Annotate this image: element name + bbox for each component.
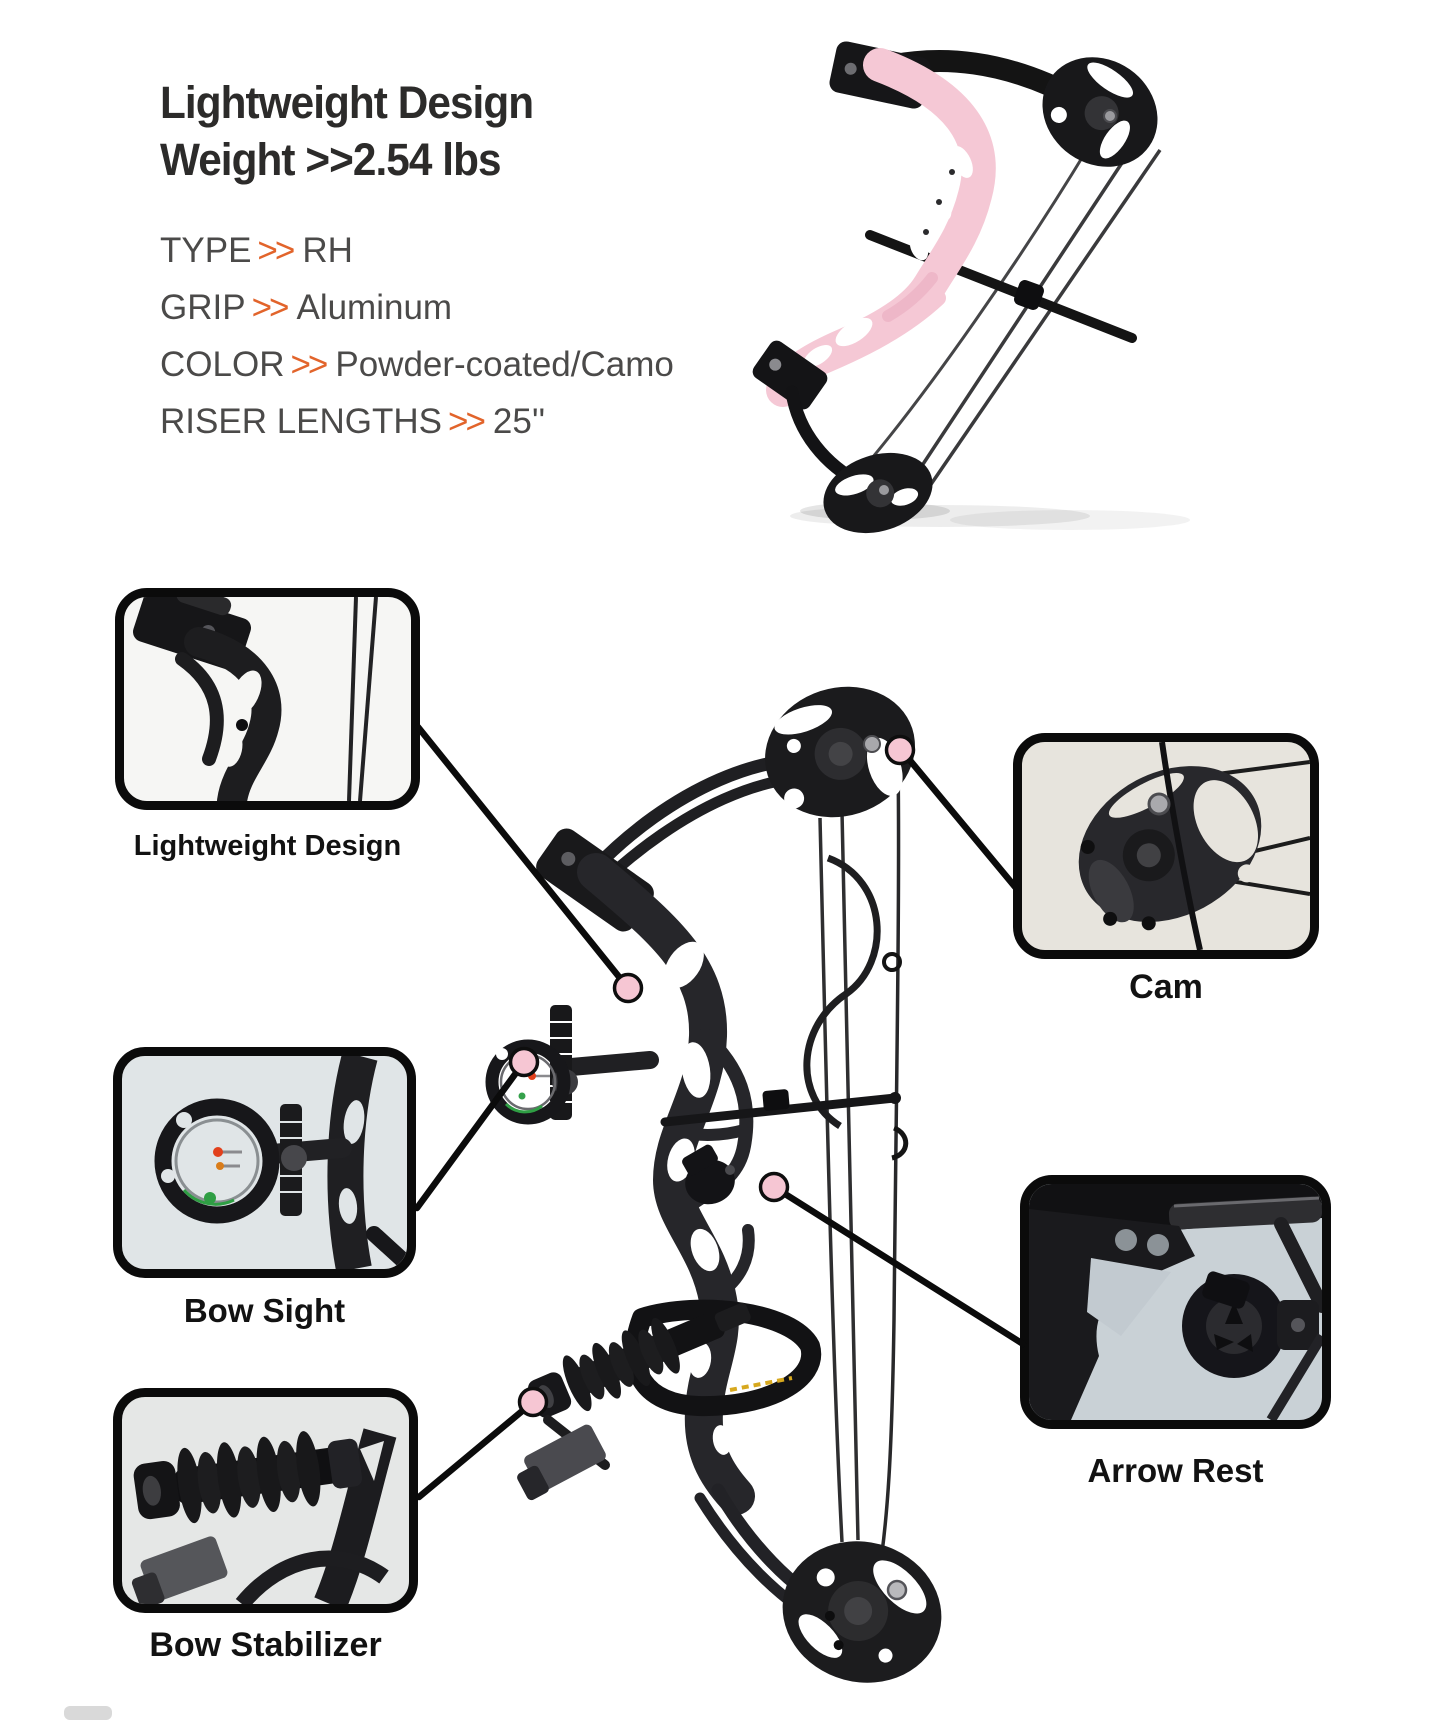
bow-stabilizer-thumbnail [131, 1428, 397, 1604]
bottom-edge-artifact [64, 1706, 112, 1720]
chevron-separator: >> [448, 402, 486, 441]
callout-bow-stabilizer [113, 1388, 418, 1613]
spec-row-type: TYPE>>RH [160, 222, 720, 279]
spec-list: TYPE>>RH GRIP>>Aluminum COLOR>>Powder-co… [160, 222, 720, 450]
spec-row-riser-lengths: RISER LENGTHS>>25'' [160, 393, 720, 450]
page-title: Lightweight Design [160, 77, 534, 128]
spec-value: 25'' [492, 402, 546, 441]
callout-lightweight-design [115, 588, 420, 810]
lightweight-design-thumbnail [133, 597, 378, 801]
spec-label: GRIP [160, 288, 246, 327]
callout-label-arrow-rest: Arrow Rest [1087, 1452, 1264, 1489]
cam-thumbnail [1078, 742, 1310, 950]
weight-subtitle: Weight >>2.54 lbs [160, 134, 502, 185]
pink-bow-illustration [752, 41, 1190, 534]
callout-bow-sight [113, 1047, 416, 1278]
spec-value: Powder-coated/Camo [335, 345, 674, 384]
callout-label-cam: Cam [1129, 968, 1203, 1006]
spec-row-color: COLOR>>Powder-coated/Camo [160, 336, 720, 393]
callout-label-bow-stabilizer: Bow Stabilizer [149, 1626, 382, 1664]
callout-label-lightweight-design: Lightweight Design [133, 830, 402, 862]
spec-value: RH [302, 231, 353, 270]
chevron-separator: >> [251, 288, 290, 327]
product-header: Lightweight Design Weight >>2.54 lbs TYP… [160, 74, 720, 450]
spec-label: TYPE [160, 231, 252, 270]
bow-sight-thumbnail [154, 1056, 407, 1269]
spec-row-grip: GRIP>>Aluminum [160, 279, 720, 336]
chevron-separator: >> [290, 345, 328, 384]
callout-cam [1013, 733, 1319, 959]
callout-arrow-rest [1020, 1175, 1331, 1429]
main-bow-illustration [485, 686, 942, 1683]
chevron-separator: >> [257, 231, 295, 270]
spec-value: Aluminum [296, 288, 453, 327]
callout-label-bow-sight: Bow Sight [183, 1292, 346, 1329]
spec-label: RISER LENGTHS [160, 402, 442, 441]
spec-label: COLOR [160, 345, 285, 384]
arrow-rest-thumbnail [1029, 1184, 1322, 1420]
